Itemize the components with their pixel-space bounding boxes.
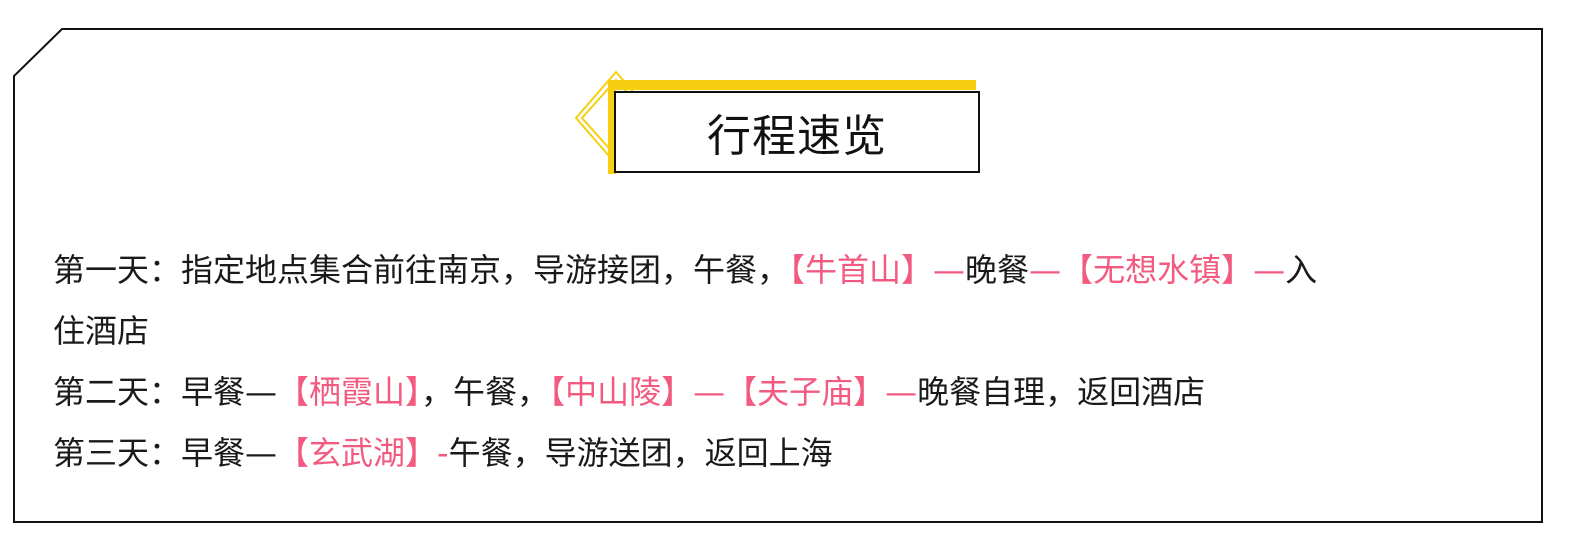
day-2-segment: 【中山陵】—【夫子庙】— [549, 373, 918, 411]
day-3-line: 第三天：早餐—【玄武湖】-午餐，导游送团，返回上海 [53, 423, 1513, 484]
title-box: 行程速览 [614, 91, 980, 173]
day-2-segment: 【栖霞山】 [277, 373, 422, 411]
day-3-segment: 早餐— [181, 434, 278, 472]
day-3-segment: 午餐，导游送团，返回上海 [448, 434, 833, 472]
day-1-segment: 入 [1285, 251, 1318, 289]
day-3-label: 第三天： [53, 434, 182, 472]
title-block: 行程速览 [572, 68, 992, 184]
itinerary-list: 第一天：指定地点集合前往南京，导游接团，午餐，【牛首山】—晚餐—【无想水镇】—入… [53, 240, 1513, 484]
day-1-label: 第一天： [53, 251, 182, 289]
day-2-segment: ，午餐， [421, 373, 550, 411]
day-2-segment: 晚餐自理，返回酒店 [917, 373, 1206, 411]
day-2-segment: 早餐— [181, 373, 278, 411]
page-title: 行程速览 [707, 111, 887, 162]
day-1-line-2: 住酒店 [53, 301, 1513, 362]
day-1-segment: 住酒店 [53, 312, 150, 350]
day-1-segment: —【无想水镇】— [1029, 251, 1286, 289]
day-1-line-1: 第一天：指定地点集合前往南京，导游接团，午餐，【牛首山】—晚餐—【无想水镇】—入 [53, 240, 1513, 301]
day-2-label: 第二天： [53, 373, 182, 411]
day-1-segment: 指定地点集合前往南京，导游接团，午餐， [181, 251, 790, 289]
day-1-segment: 【牛首山】— [789, 251, 966, 289]
day-3-segment: 【玄武湖】- [277, 434, 449, 472]
day-2-line: 第二天：早餐—【栖霞山】，午餐，【中山陵】—【夫子庙】—晚餐自理，返回酒店 [53, 362, 1513, 423]
day-1-segment: 晚餐 [965, 251, 1030, 289]
